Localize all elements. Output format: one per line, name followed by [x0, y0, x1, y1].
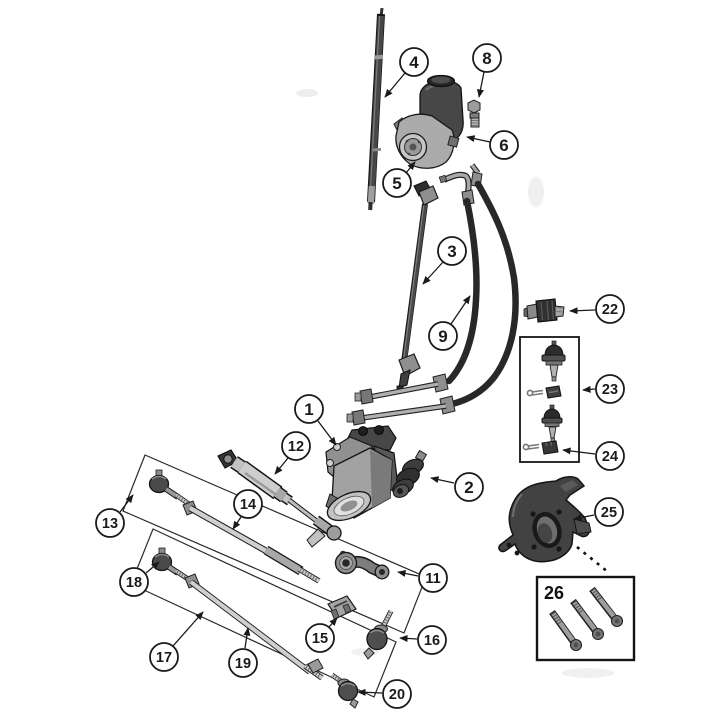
svg-text:4: 4 [409, 53, 419, 72]
svg-text:20: 20 [389, 687, 405, 703]
reservoir-fitting [467, 99, 481, 128]
svg-text:16: 16 [424, 633, 440, 649]
svg-text:17: 17 [156, 650, 172, 666]
svg-text:18: 18 [126, 575, 142, 591]
svg-text:5: 5 [392, 174, 401, 193]
tie-rod-clamp-lower [307, 658, 324, 674]
callout-13: 13 [95, 508, 125, 538]
cotter-pin-lower [522, 443, 540, 451]
callout-6: 6 [489, 130, 519, 160]
upper-ball-joint [541, 340, 566, 382]
drag-link-ball-end [148, 474, 170, 494]
callout-20: 20 [382, 679, 412, 709]
svg-text:11: 11 [425, 571, 440, 587]
pitman-arm [334, 550, 390, 580]
steering-shaft [367, 7, 385, 211]
svg-text:15: 15 [312, 631, 328, 647]
svg-text:8: 8 [482, 49, 491, 68]
svg-text:1: 1 [304, 400, 313, 419]
return-hose [448, 180, 519, 408]
callout-23: 23 [595, 374, 625, 404]
callout-3: 3 [437, 236, 467, 266]
callout-9: 9 [428, 321, 458, 351]
ball-joint-kit-box [519, 336, 580, 463]
svg-text:23: 23 [602, 382, 618, 398]
callout-24: 24 [595, 441, 625, 471]
upper-u-joint [418, 185, 439, 206]
svg-text:6: 6 [499, 136, 508, 155]
callout-22: 22 [595, 294, 625, 324]
svg-text:12: 12 [288, 439, 304, 455]
bolt-2 [570, 598, 605, 641]
svg-text:2: 2 [464, 478, 473, 497]
lower-ball-joint [541, 404, 563, 442]
svg-text:22: 22 [602, 302, 618, 318]
callout-25: 25 [594, 497, 624, 527]
knuckle-bolt-box: 26 [535, 575, 636, 662]
svg-text:25: 25 [601, 505, 617, 521]
callout-18: 18 [119, 567, 149, 597]
callout-15: 15 [305, 623, 335, 653]
leader-lines [119, 71, 596, 696]
callout-4: 4 [399, 47, 429, 77]
callout-2: 2 [454, 472, 484, 502]
steering-damper [217, 449, 342, 548]
pressure-hose [445, 197, 480, 385]
steering-gear-coupling [392, 449, 428, 498]
callout-8: 8 [472, 43, 502, 73]
callout-11: 11 [418, 563, 448, 593]
bolt-box-label: 26 [544, 583, 564, 603]
lower-u-joint [398, 353, 421, 377]
callout-17: 17 [149, 642, 179, 672]
tie-rod-assembly-box [130, 528, 397, 698]
power-steering-hoses [346, 163, 519, 426]
callout-1: 1 [294, 394, 324, 424]
bolt-3 [589, 586, 624, 628]
knuckle-to-bolts-dashed-line [576, 545, 609, 574]
callout-14: 14 [233, 489, 263, 519]
power-steering-pump-assembly [393, 74, 464, 169]
svg-text:9: 9 [438, 327, 447, 346]
power-steering-pressure-switch [523, 298, 565, 323]
callout-16: 16 [417, 625, 447, 655]
drag-link [148, 469, 321, 584]
svg-text:3: 3 [447, 242, 456, 261]
clamp-upper [545, 385, 562, 399]
steering-knuckle [498, 476, 592, 563]
callout-12: 12 [281, 431, 311, 461]
cotter-pin-upper [526, 389, 544, 397]
tie-rod-end-lower [330, 672, 359, 709]
callouts: 1 2 3 4 5 6 8 9 11 12 13 14 15 16 17 18 … [95, 43, 625, 709]
tie-rod-clamp [327, 595, 357, 620]
steering-gear [325, 425, 399, 522]
intermediate-steering-shaft [396, 180, 439, 394]
callout-19: 19 [228, 648, 258, 678]
svg-text:19: 19 [235, 656, 251, 672]
tie-rod-end-right [363, 609, 394, 660]
castle-nut [541, 440, 559, 455]
callout-5: 5 [382, 168, 412, 198]
svg-text:13: 13 [102, 516, 118, 532]
svg-text:14: 14 [240, 497, 256, 513]
svg-text:24: 24 [602, 449, 618, 465]
bolt-1 [549, 609, 583, 652]
